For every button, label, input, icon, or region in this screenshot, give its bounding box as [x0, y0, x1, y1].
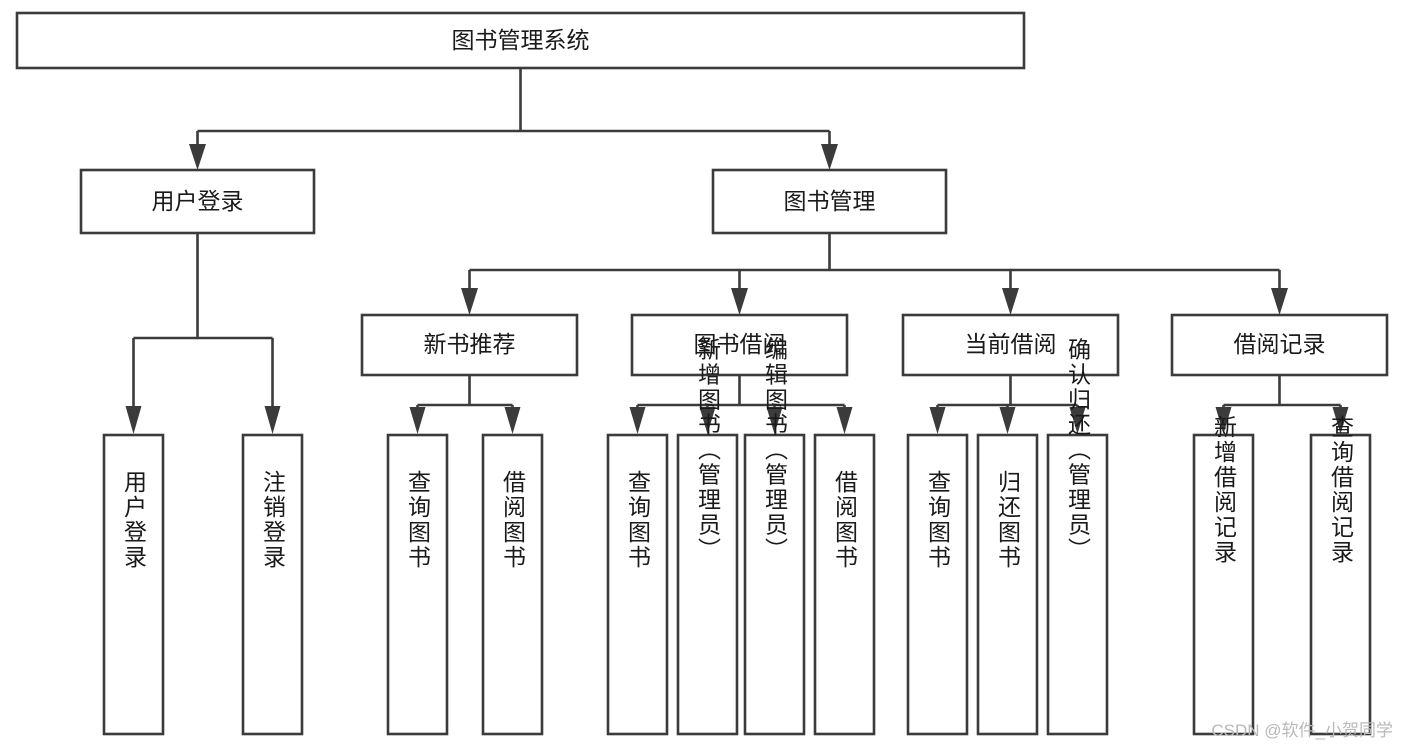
- arrow-to-leaf-return-book: [999, 407, 1016, 434]
- node-book-borrow-box[interactable]: [630, 313, 849, 377]
- node-book-manage[interactable]: 图书管理: [711, 168, 948, 235]
- leaf-return-book[interactable]: 归还图书: [976, 433, 1039, 736]
- leaf-borrow-book-2-label: 借阅图书: [832, 470, 859, 570]
- arrow-to-current-borrow: [1002, 288, 1019, 315]
- leaf-add-record[interactable]: 新增借阅记录: [1192, 415, 1255, 736]
- node-root-label: 图书管理系统: [452, 27, 590, 53]
- arrow-to-book-manage: [821, 144, 838, 170]
- leaf-add-book-box[interactable]: [676, 433, 739, 736]
- leaf-return-book-label: 归还图书: [995, 470, 1022, 570]
- arrow-to-leaf-add-record: [1215, 407, 1232, 434]
- leaf-add-record-box[interactable]: [1192, 433, 1255, 736]
- leaf-return-book-box[interactable]: [976, 433, 1039, 736]
- leaf-user-login[interactable]: 用户登录: [102, 433, 165, 736]
- leaf-edit-book-label: 编辑图书（管理员）: [762, 338, 789, 563]
- node-borrow-record[interactable]: 借阅记录: [1170, 313, 1389, 377]
- arrow-to-leaf-user-login: [125, 406, 142, 434]
- leaf-query-book-2[interactable]: 查询图书: [606, 433, 669, 736]
- leaf-query-book-1[interactable]: 查询图书: [386, 433, 449, 736]
- arrow-to-book-borrow: [731, 288, 748, 315]
- leaf-query-record[interactable]: 查询借阅记录: [1309, 415, 1372, 736]
- leaf-query-book-1-box[interactable]: [386, 433, 449, 736]
- leaf-query-book-2-label: 查询图书: [625, 470, 652, 570]
- arrow-to-leaf-edit-book: [766, 407, 783, 434]
- node-root-box[interactable]: [15, 11, 1026, 70]
- leaf-logout-login-box[interactable]: [241, 433, 304, 736]
- leaf-add-record-label: 新增借阅记录: [1211, 415, 1238, 565]
- arrow-to-leaf-confirm-return: [1069, 407, 1086, 434]
- arrow-to-leaf-query-book-3: [929, 407, 946, 434]
- node-current-borrow[interactable]: 当前借阅: [901, 313, 1120, 377]
- leaf-borrow-book-1-label: 借阅图书: [500, 470, 527, 570]
- arrow-to-borrow-record: [1271, 288, 1288, 315]
- arrow-to-leaf-borrow-book-1: [504, 407, 521, 434]
- arrow-to-leaf-query-book-1: [409, 407, 426, 434]
- node-book-borrow-label: 图书借阅: [694, 331, 786, 357]
- leaf-user-login-label: 用户登录: [121, 470, 148, 570]
- csdn-watermark: CSDN @软件_小贺同学: [1211, 721, 1393, 740]
- node-user-login-label: 用户登录: [152, 188, 244, 214]
- leaf-borrow-book-1[interactable]: 借阅图书: [481, 433, 544, 736]
- node-new-book-recommend-label: 新书推荐: [424, 331, 516, 357]
- leaf-query-book-1-label: 查询图书: [405, 470, 432, 570]
- leaf-logout-login-label: 注销登录: [260, 470, 287, 570]
- node-root[interactable]: 图书管理系统: [15, 11, 1026, 70]
- leaf-edit-book-box[interactable]: [743, 433, 806, 736]
- leaf-query-book-3-box[interactable]: [906, 433, 969, 736]
- node-book-manage-label: 图书管理: [784, 188, 876, 214]
- arrow-to-leaf-query-book-2: [629, 407, 646, 434]
- node-new-book-recommend[interactable]: 新书推荐: [360, 313, 579, 377]
- leaf-borrow-book-2[interactable]: 借阅图书: [813, 433, 876, 736]
- node-new-book-recommend-box[interactable]: [360, 313, 579, 377]
- leaf-query-record-label: 查询借阅记录: [1328, 415, 1355, 565]
- node-current-borrow-label: 当前借阅: [965, 331, 1057, 357]
- node-user-login-box[interactable]: [79, 168, 316, 235]
- connector-group: [125, 68, 1349, 434]
- leaf-query-record-box[interactable]: [1309, 433, 1372, 736]
- arrow-to-new-book-recommend: [461, 288, 478, 315]
- leaf-add-book-label: 新增图书（管理员）: [695, 338, 722, 563]
- leaf-query-book-2-box[interactable]: [606, 433, 669, 736]
- node-book-borrow[interactable]: 图书借阅: [630, 313, 849, 377]
- leaf-query-book-3[interactable]: 查询图书: [906, 433, 969, 736]
- leaf-user-login-box[interactable]: [102, 433, 165, 736]
- node-borrow-record-label: 借阅记录: [1234, 331, 1326, 357]
- node-current-borrow-box[interactable]: [901, 313, 1120, 377]
- arrow-to-user-login: [189, 144, 206, 170]
- leaf-confirm-return-box[interactable]: [1046, 433, 1109, 736]
- leaf-confirm-return[interactable]: 确认归还（管理员）: [1046, 338, 1109, 736]
- leaf-edit-book[interactable]: 编辑图书（管理员）: [743, 338, 806, 736]
- leaf-add-book[interactable]: 新增图书（管理员）: [676, 338, 739, 736]
- leaf-borrow-book-2-box[interactable]: [813, 433, 876, 736]
- arrow-to-leaf-add-book: [699, 407, 716, 434]
- arrow-to-leaf-query-record: [1332, 407, 1349, 434]
- leaf-confirm-return-label: 确认归还（管理员）: [1065, 338, 1092, 563]
- arrow-to-leaf-logout-login: [264, 406, 281, 434]
- leaf-borrow-book-1-box[interactable]: [481, 433, 544, 736]
- leaf-logout-login[interactable]: 注销登录: [241, 433, 304, 736]
- node-book-manage-box[interactable]: [711, 168, 948, 235]
- node-borrow-record-box[interactable]: [1170, 313, 1389, 377]
- leaf-query-book-3-label: 查询图书: [925, 470, 952, 570]
- node-user-login[interactable]: 用户登录: [79, 168, 316, 235]
- arrow-to-leaf-borrow-book-2: [836, 407, 853, 434]
